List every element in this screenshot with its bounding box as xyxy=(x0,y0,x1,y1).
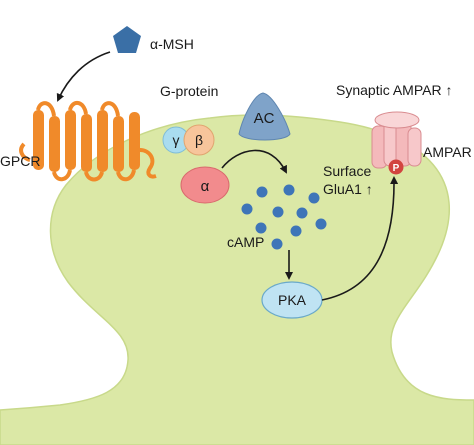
synaptic-ampar-label: Synaptic AMPAR ↑ xyxy=(336,82,452,98)
adenylyl-cyclase: AC xyxy=(238,92,291,141)
ac-label: AC xyxy=(254,110,275,127)
alpha-subunit: α xyxy=(180,166,230,204)
alpha-msh-pentagon-icon xyxy=(113,26,141,53)
ampar-label: AMPAR xyxy=(423,144,472,160)
ligand-to-gpcr-arrow xyxy=(56,51,111,102)
pka: PKA xyxy=(261,281,323,319)
camp-dot xyxy=(241,203,253,215)
beta-label: β xyxy=(195,132,203,148)
camp-dot xyxy=(290,225,302,237)
camp-dot xyxy=(308,192,320,204)
spine-membrane xyxy=(0,114,474,445)
g-protein-label: G-protein xyxy=(160,83,218,99)
gpcr-label: GPCR xyxy=(0,153,40,169)
ampar-channel-icon xyxy=(371,111,422,169)
phospho-site xyxy=(388,159,404,175)
camp-label: cAMP xyxy=(227,234,264,250)
alpha-label: α xyxy=(201,178,210,195)
camp-dot xyxy=(296,207,308,219)
camp-molecules xyxy=(241,184,327,250)
camp-dot xyxy=(283,184,295,196)
gamma-label: γ xyxy=(173,132,180,148)
alpha-msh-label: α-MSH xyxy=(150,36,194,52)
surface-glua1-label: GluA1 ↑ xyxy=(323,181,373,197)
camp-dot xyxy=(255,222,267,234)
gpcr-receptor-icon xyxy=(19,101,157,182)
pka-label: PKA xyxy=(278,292,307,308)
camp-dot xyxy=(271,238,283,250)
camp-dot xyxy=(315,218,327,230)
camp-dot xyxy=(256,186,268,198)
pka-to-ampar-arrow xyxy=(321,176,399,301)
surface-label: Surface xyxy=(323,163,371,179)
phospho-label: P xyxy=(393,163,400,174)
beta-subunit: β xyxy=(183,124,215,156)
camp-dot xyxy=(272,206,284,218)
alpha-to-ac-arrow xyxy=(221,149,287,174)
